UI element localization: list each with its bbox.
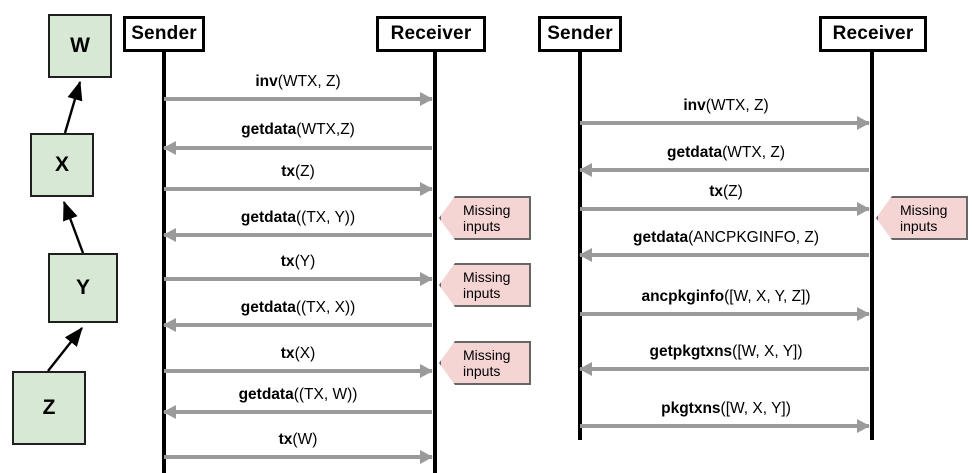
message-arrow-getdata-ancpkginfo xyxy=(579,248,869,262)
tx-node-label: X xyxy=(54,153,69,176)
callout-line-1: Missing xyxy=(900,202,948,218)
message-label-pkgtxns: pkgtxns([W, X, Y]) xyxy=(661,400,791,418)
tx-node-label: W xyxy=(70,34,90,57)
actor-left-receiver: Receiver xyxy=(376,16,486,52)
callout-line-2: inputs xyxy=(463,285,501,301)
message-arrow-inv xyxy=(164,92,433,106)
callout-line-2: inputs xyxy=(463,363,501,379)
message-args: (Z) xyxy=(723,183,743,200)
callout-line-1: Missing xyxy=(463,202,511,218)
message-verb: pkgtxns xyxy=(661,400,721,417)
message-args: ((TX, Y)) xyxy=(296,209,356,226)
message-verb: getpkgtxns xyxy=(649,343,733,360)
callout-line-1: Missing xyxy=(463,269,511,285)
message-arrow-tx-w xyxy=(164,450,433,464)
message-args: (Y) xyxy=(294,253,316,270)
callout-missing-inputs-2: Missing inputs xyxy=(439,263,531,307)
message-args: ((TX, X)) xyxy=(295,299,356,316)
message-args: (W) xyxy=(292,431,318,448)
message-arrow-getdata-wtx-z xyxy=(163,141,432,155)
message-label-tx-y: tx(Y) xyxy=(281,253,315,271)
message-verb: tx xyxy=(709,183,723,200)
dag-edge-z-to-y xyxy=(47,327,83,372)
message-args: ([W, X, Y]) xyxy=(732,343,803,360)
dag-edge-y-to-x xyxy=(62,200,85,254)
actor-label: Sender xyxy=(547,23,613,44)
message-verb: tx xyxy=(281,163,295,180)
message-label-getdata-tx-x: getdata((TX, X)) xyxy=(241,299,356,317)
callout-line-1: Missing xyxy=(463,347,511,363)
message-arrow-getdata-tx-x xyxy=(163,318,432,332)
message-arrow-tx-y xyxy=(164,272,433,286)
message-label-tx-w: tx(W) xyxy=(279,431,318,449)
lifeline-right-sender xyxy=(578,52,582,440)
message-verb: getdata xyxy=(632,229,689,246)
callout-missing-inputs-3: Missing inputs xyxy=(439,341,531,385)
message-label-getdata-tx-w: getdata((TX, W)) xyxy=(239,386,358,404)
message-verb: tx xyxy=(280,253,295,270)
message-args: ((TX, W)) xyxy=(293,386,358,403)
message-verb: getdata xyxy=(667,144,723,161)
message-label-tx-x: tx(X) xyxy=(281,345,315,363)
tx-node-label: Z xyxy=(42,396,56,419)
message-arrow-getdata-tx-y xyxy=(163,228,432,242)
tx-node-label: Y xyxy=(75,276,90,299)
tx-node-w: W xyxy=(48,14,112,78)
actor-label: Receiver xyxy=(832,23,914,44)
message-arrow-getdata-wtx-z-2 xyxy=(579,163,869,177)
tx-node-x: X xyxy=(30,133,94,197)
callout-missing-inputs-4: Missing inputs xyxy=(876,196,968,240)
message-label-ancpkginfo: ancpkginfo([W, X, Y, Z]) xyxy=(641,288,810,306)
tx-node-y: Y xyxy=(48,253,118,323)
message-args: (WTX, Z) xyxy=(705,97,769,114)
message-args: (X) xyxy=(294,345,316,362)
message-label-getpkgtxns: getpkgtxns([W, X, Y]) xyxy=(649,343,802,361)
message-arrow-pkgtxns xyxy=(580,419,870,433)
message-label-getdata-wtx-z: getdata(WTX,Z) xyxy=(241,121,355,139)
message-args: (ANCPKGINFO, Z) xyxy=(688,229,820,246)
message-verb: getdata xyxy=(240,299,296,316)
message-args: ([W, X, Y]) xyxy=(720,400,791,417)
message-verb: ancpkginfo xyxy=(641,288,725,305)
message-args: (Z) xyxy=(295,163,315,180)
actor-right-sender: Sender xyxy=(538,16,622,52)
callout-line-2: inputs xyxy=(463,218,501,234)
message-verb: inv xyxy=(255,73,278,90)
message-verb: tx xyxy=(278,431,293,448)
message-arrow-getdata-tx-w xyxy=(163,405,432,419)
message-label-tx-z-2: tx(Z) xyxy=(709,183,743,201)
message-label-inv: inv(WTX, Z) xyxy=(255,73,340,91)
message-label-getdata-tx-y: getdata((TX, Y)) xyxy=(241,209,355,227)
callout-missing-inputs-1: Missing inputs xyxy=(439,196,531,240)
actor-label: Receiver xyxy=(390,23,472,44)
message-verb: getdata xyxy=(241,121,297,138)
dag-edge-x-to-w xyxy=(63,80,83,134)
message-verb: getdata xyxy=(238,386,294,403)
actor-left-sender: Sender xyxy=(123,16,205,52)
message-args: (WTX,Z) xyxy=(296,121,355,138)
tx-node-z: Z xyxy=(12,371,86,445)
message-args: (WTX, Z) xyxy=(277,73,341,90)
message-arrow-tx-x xyxy=(164,364,433,378)
message-arrow-getpkgtxns xyxy=(579,362,869,376)
actor-right-receiver: Receiver xyxy=(819,16,927,52)
message-label-getdata-wtx-z-2: getdata(WTX, Z) xyxy=(667,144,785,162)
message-arrow-tx-z xyxy=(164,182,433,196)
callout-line-2: inputs xyxy=(900,218,938,234)
message-label-tx-z: tx(Z) xyxy=(281,163,315,181)
message-arrow-ancpkginfo xyxy=(580,307,870,321)
message-args: ([W, X, Y, Z]) xyxy=(724,288,811,305)
lifeline-left-receiver xyxy=(433,52,437,473)
lifeline-left-sender xyxy=(162,52,166,473)
message-verb: tx xyxy=(280,345,295,362)
message-verb: getdata xyxy=(240,209,296,226)
message-arrow-inv-2 xyxy=(580,116,870,130)
actor-label: Sender xyxy=(131,23,197,44)
message-arrow-tx-z-2 xyxy=(580,202,870,216)
message-args: (WTX, Z) xyxy=(722,144,785,161)
message-label-inv-2: inv(WTX, Z) xyxy=(683,97,768,115)
lifeline-right-receiver xyxy=(870,52,874,440)
message-label-getdata-ancpkginfo: getdata(ANCPKGINFO, Z) xyxy=(633,229,819,247)
message-verb: inv xyxy=(683,97,706,114)
